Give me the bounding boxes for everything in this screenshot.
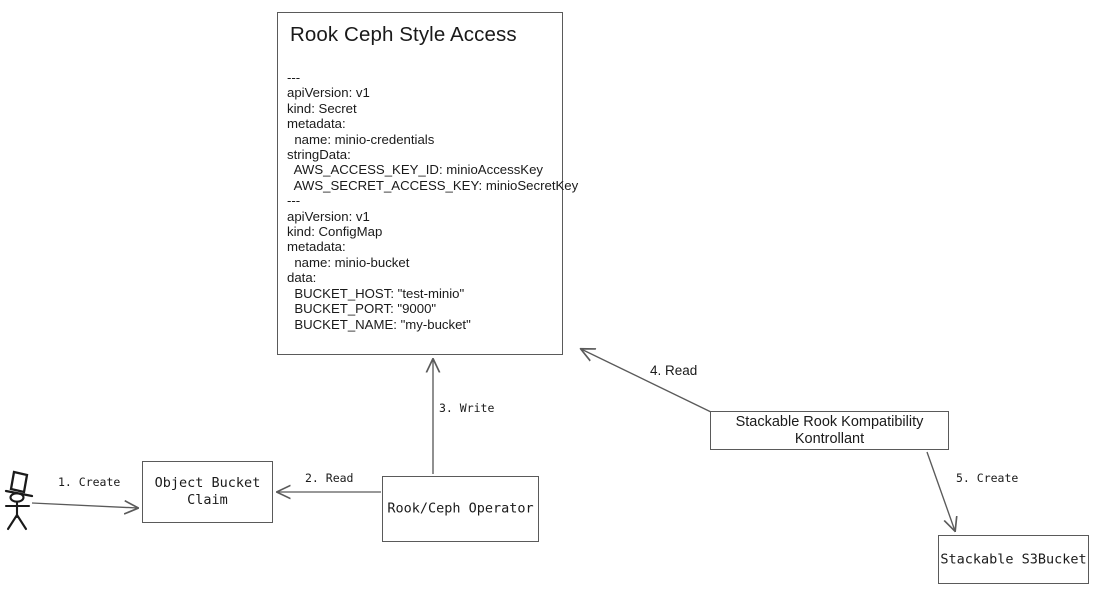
stick-figure-with-tophat-icon — [4, 470, 34, 531]
node-object-bucket-claim-label: Object Bucket Claim — [154, 475, 261, 508]
edge-label-2-read: 2. Read — [305, 471, 354, 485]
edge-label-5-create: 5. Create — [956, 471, 1019, 485]
edge-4-read — [581, 349, 712, 413]
edge-1-create — [31, 503, 138, 508]
edge-label-1-create: 1. Create — [58, 475, 121, 489]
node-stackable-s3bucket-label: Stackable S3Bucket — [940, 551, 1087, 567]
node-stackable-s3bucket[interactable]: Stackable S3Bucket — [938, 535, 1089, 584]
edge-label-4-read: 4. Read — [650, 363, 698, 378]
node-stackable-rook-kompatibility-kontrollant[interactable]: Stackable Rook Kompatibility Kontrollant — [710, 411, 949, 450]
note-body-yaml: --- apiVersion: v1 kind: Secret metadata… — [287, 70, 579, 332]
node-rook-ceph-operator-label: Rook/Ceph Operator — [387, 500, 534, 517]
node-rook-ceph-operator[interactable]: Rook/Ceph Operator — [382, 476, 539, 542]
note-box-rook-ceph-style-access: Rook Ceph Style Access --- apiVersion: v… — [277, 12, 578, 355]
note-title: Rook Ceph Style Access — [290, 23, 517, 46]
edge-label-3-write: 3. Write — [439, 401, 495, 415]
node-stackable-rook-kompatibility-kontrollant-label: Stackable Rook Kompatibility Kontrollant — [735, 413, 924, 447]
edge-5-create — [926, 451, 955, 531]
node-object-bucket-claim[interactable]: Object Bucket Claim — [142, 461, 273, 523]
